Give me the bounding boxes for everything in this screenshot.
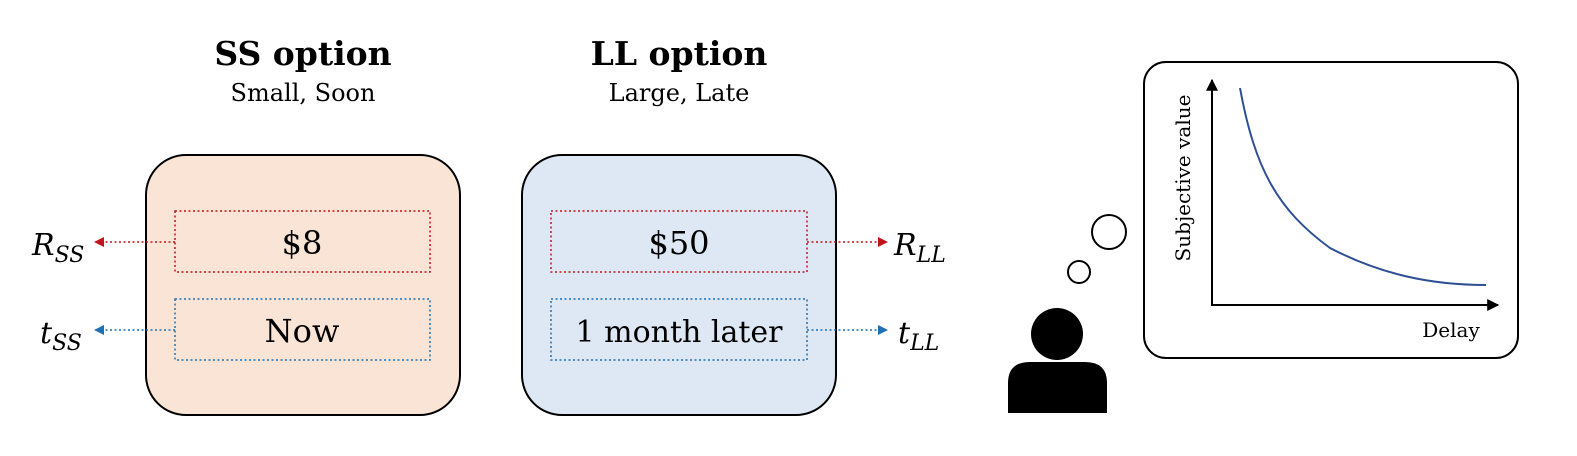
- x-axis-label: Delay: [1422, 318, 1480, 342]
- ll-time-box: [550, 298, 808, 361]
- ss-time-value: Now: [265, 312, 340, 350]
- ll-reward-value: $50: [648, 224, 709, 262]
- ss-title: SS option: [214, 34, 391, 73]
- ss-reward-symbol: RSS: [31, 228, 84, 268]
- person-icon: [1008, 308, 1107, 413]
- y-axis-label: Subjective value: [1171, 95, 1195, 262]
- ss-time-box: [174, 298, 431, 361]
- ll-time-symbol: tLL: [898, 316, 939, 356]
- ss-option: SS option Small, Soon $8 Now RSS tSS: [31, 34, 461, 416]
- ss-time-symbol: tSS: [40, 316, 82, 356]
- ss-subtitle: Small, Soon: [231, 79, 376, 107]
- ll-reward-box: [550, 210, 808, 273]
- ss-reward-box: [174, 210, 431, 273]
- ss-reward-value: $8: [282, 224, 323, 262]
- ll-subtitle: Large, Late: [609, 79, 750, 107]
- ll-option: LL option Large, Late $50 1 month later …: [521, 34, 946, 416]
- thought-bubble-icon: [1067, 214, 1127, 284]
- ll-title: LL option: [591, 34, 768, 73]
- ll-option-box: [521, 154, 837, 416]
- ss-option-box: [145, 154, 461, 416]
- discount-curve: [1239, 87, 1487, 286]
- ll-time-value: 1 month later: [576, 315, 784, 350]
- discount-graph: Subjective value Delay: [1143, 61, 1519, 359]
- ll-reward-symbol: RLL: [893, 228, 946, 268]
- graph-frame: [1143, 61, 1519, 359]
